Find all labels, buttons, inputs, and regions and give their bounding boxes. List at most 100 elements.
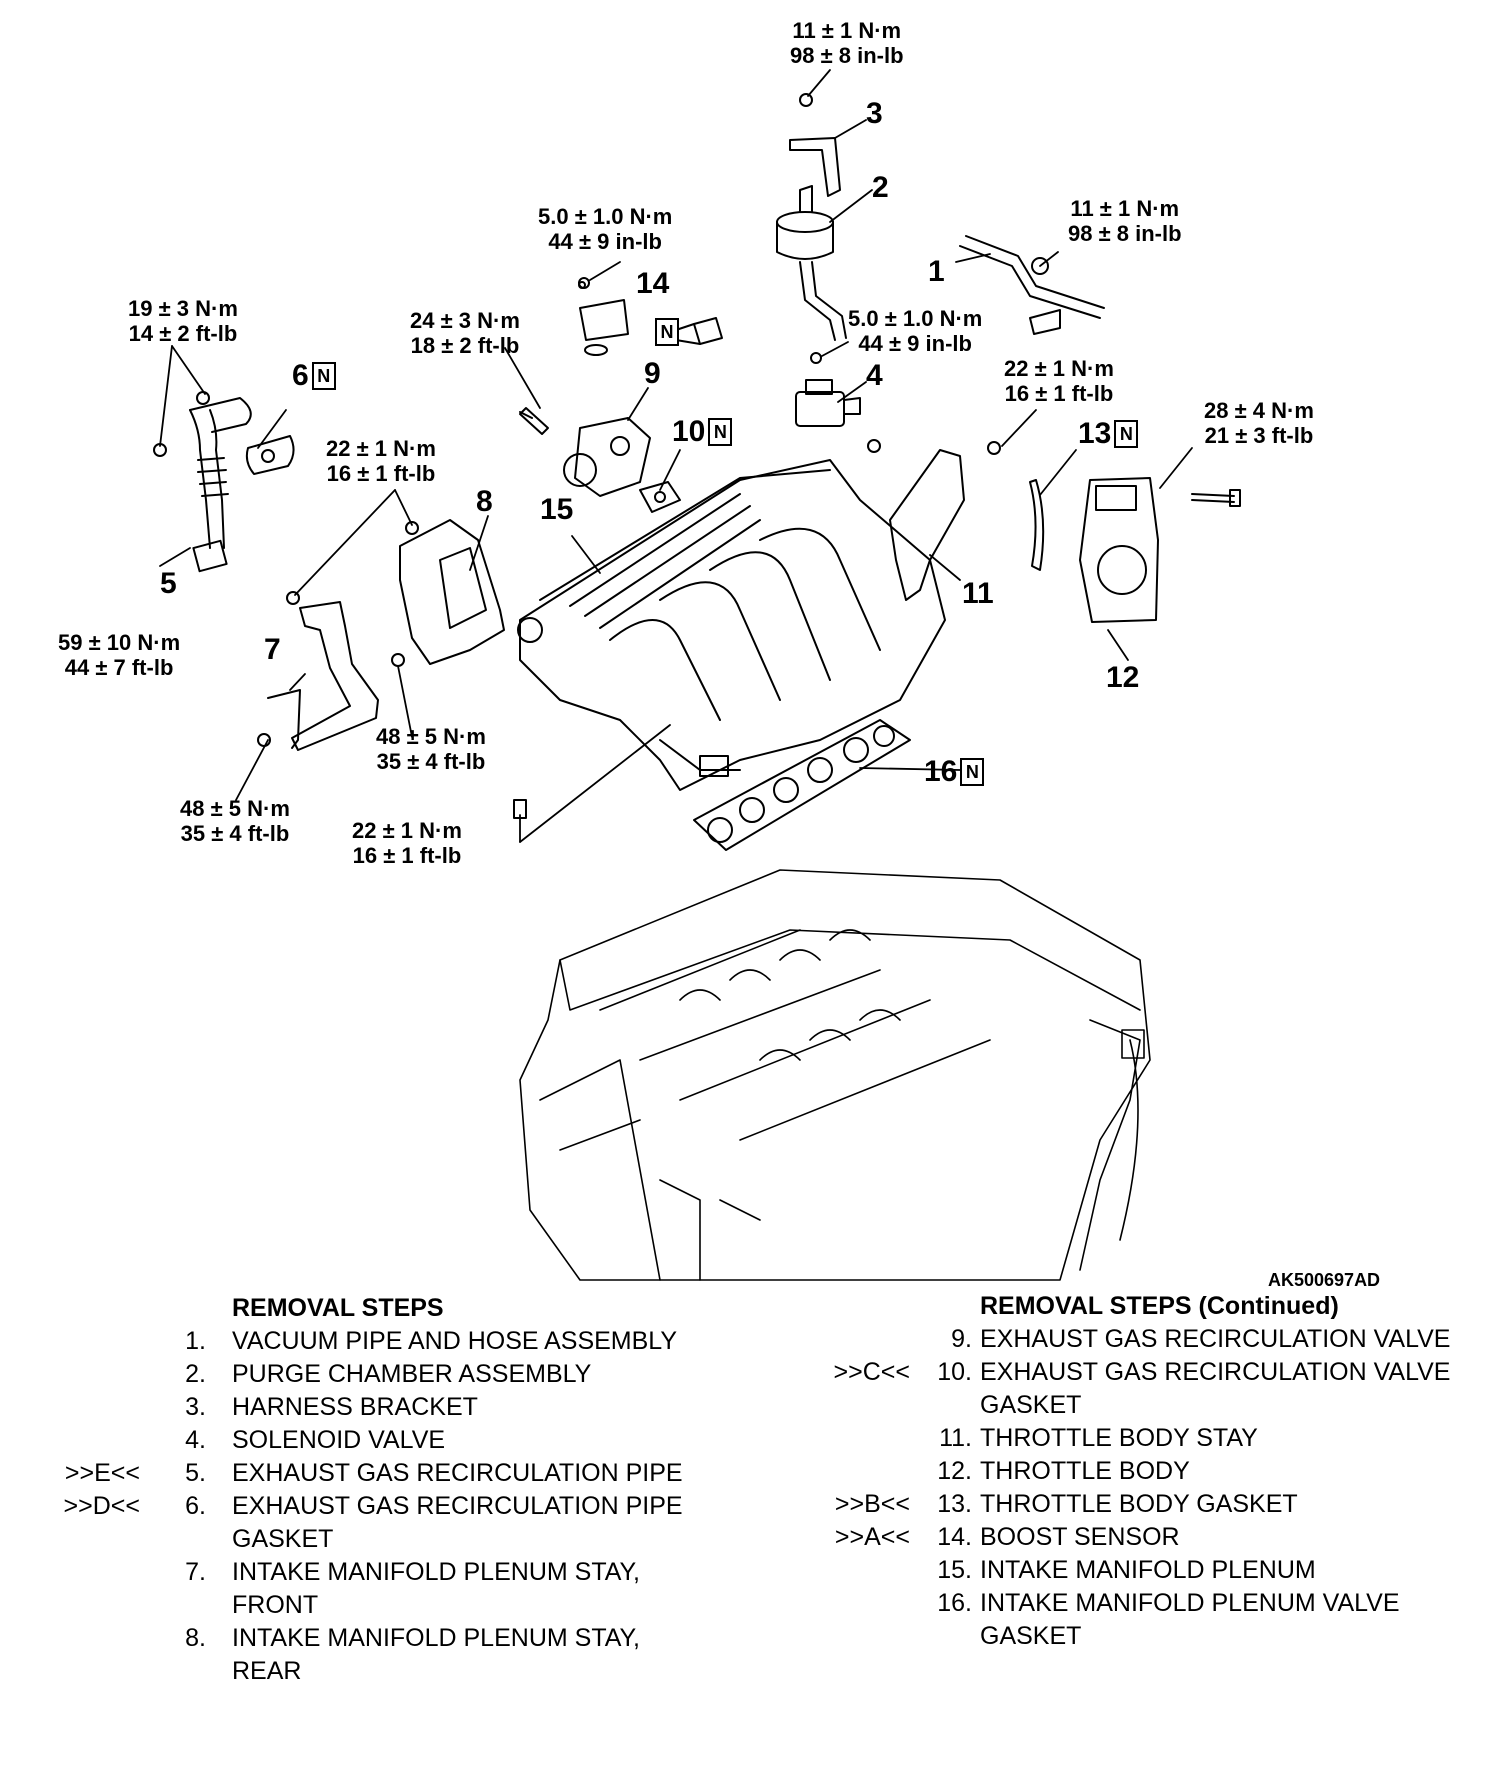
step-number: 9.: [951, 1325, 972, 1353]
callout-7: 7: [264, 633, 281, 666]
callout-9: 9: [644, 357, 661, 390]
list-item: 1. VACUUM PIPE AND HOSE ASSEMBLY: [0, 1325, 760, 1358]
step-number: 1.: [185, 1327, 206, 1355]
step-ref: >>C<<: [833, 1358, 910, 1386]
step-text: THROTTLE BODY STAY: [980, 1424, 1258, 1452]
step-number: 8.: [185, 1624, 206, 1652]
step-text: EXHAUST GAS RECIRCULATION PIPE GASKET: [232, 1492, 683, 1553]
removal-steps-list: REMOVAL STEPS 1. VACUUM PIPE AND HOSE ASS…: [0, 1292, 760, 1688]
list-item: 15. INTAKE MANIFOLD PLENUM: [780, 1554, 1500, 1587]
boost-sensor-drawing: [578, 277, 723, 356]
removal-steps-continued-list: REMOVAL STEPS (Continued) 9. EXHAUST GAS …: [780, 1290, 1500, 1653]
list-item: >>B<< 13. THROTTLE BODY GASKET: [780, 1488, 1500, 1521]
list-item: >>D<< 6. EXHAUST GAS RECIRCULATION PIPE GA…: [0, 1490, 760, 1556]
step-number: 10.: [937, 1358, 972, 1386]
step-ref: >>B<<: [834, 1490, 910, 1518]
step-text: INTAKE MANIFOLD PLENUM: [980, 1556, 1316, 1584]
solenoid-valve-drawing: [795, 352, 861, 427]
list-item: 9. EXHAUST GAS RECIRCULATION VALVE: [780, 1323, 1500, 1356]
step-number: 16.: [937, 1589, 972, 1617]
step-number: 3.: [185, 1393, 206, 1421]
list-item: 4. SOLENOID VALVE: [0, 1424, 760, 1457]
step-number: 4.: [185, 1426, 206, 1454]
step-text: SOLENOID VALVE: [232, 1426, 446, 1454]
step-text: INTAKE MANIFOLD PLENUM VALVE GASKET: [980, 1589, 1400, 1650]
list-item: 11. THROTTLE BODY STAY: [780, 1422, 1500, 1455]
intake-plenum-drawing: [517, 459, 946, 791]
engine-block-drawing: [519, 869, 1151, 1281]
step-text: THROTTLE BODY GASKET: [980, 1490, 1298, 1518]
callout-3: 3: [866, 97, 883, 130]
step-text: HARNESS BRACKET: [232, 1393, 478, 1421]
list-item: >>E<< 5. EXHAUST GAS RECIRCULATION PIPE: [0, 1457, 760, 1490]
step-number: 15.: [937, 1556, 972, 1584]
step-ref: >>E<<: [64, 1459, 140, 1487]
plenum-stay-front-drawing: [257, 591, 379, 751]
step-text: THROTTLE BODY: [980, 1457, 1190, 1485]
vacuum-pipe-drawing: [959, 235, 1105, 335]
removal-steps-continued-header: REMOVAL STEPS (Continued): [980, 1292, 1339, 1320]
callout-5: 5: [160, 567, 177, 600]
callout-14: 14: [636, 267, 670, 300]
step-number: 13.: [937, 1490, 972, 1518]
callout-2: 2: [872, 171, 889, 204]
step-text: EXHAUST GAS RECIRCULATION PIPE: [232, 1459, 683, 1487]
plenum-bolt-drawing: [513, 281, 881, 819]
list-item: 12. THROTTLE BODY: [780, 1455, 1500, 1488]
step-text: VACUUM PIPE AND HOSE ASSEMBLY: [232, 1327, 678, 1355]
new-part-mark: N: [1114, 420, 1139, 448]
step-text: EXHAUST GAS RECIRCULATION VALVE GASKET: [980, 1358, 1451, 1419]
plenum-stay-rear-drawing: [391, 519, 505, 667]
step-text: BOOST SENSOR: [980, 1523, 1180, 1551]
step-number: 12.: [937, 1457, 972, 1485]
step-number: 6.: [185, 1492, 206, 1520]
egr-valve-gasket-drawing: [639, 481, 681, 513]
removal-steps-header: REMOVAL STEPS: [232, 1294, 444, 1322]
figure-id: AK500697AD: [1268, 1270, 1381, 1290]
step-ref: >>A<<: [834, 1523, 910, 1551]
step-number: 7.: [185, 1558, 206, 1586]
step-text: EXHAUST GAS RECIRCULATION VALVE: [980, 1325, 1451, 1353]
step-number: 2.: [185, 1360, 206, 1388]
list-item: >>C<< 10. EXHAUST GAS RECIRCULATION VALVE …: [780, 1356, 1500, 1422]
parts-illustration: [153, 69, 1241, 1281]
step-number: 5.: [185, 1459, 206, 1487]
list-item: 16. INTAKE MANIFOLD PLENUM VALVE GASKET: [780, 1587, 1500, 1653]
callout-8: 8: [476, 485, 493, 518]
callout-12: 12: [1106, 661, 1140, 694]
list-item: 2.PURGE CHAMBER ASSEMBLY: [0, 1358, 760, 1391]
egr-pipe-drawing: [153, 391, 252, 573]
new-part-mark: N: [960, 758, 985, 786]
step-ref: >>D<<: [63, 1492, 140, 1520]
list-item: 3. HARNESS BRACKET: [0, 1391, 760, 1424]
callout-11: 11: [962, 577, 994, 610]
throttle-body-drawing: [1079, 477, 1241, 623]
new-part-mark: N: [311, 362, 336, 390]
new-part-mark: N: [708, 418, 733, 446]
step-text: INTAKE MANIFOLD PLENUM STAY, REAR: [232, 1624, 640, 1685]
callout-4: 4: [866, 359, 883, 392]
harness-bracket-drawing: [789, 93, 841, 197]
step-number: 14.: [937, 1523, 972, 1551]
step-number: 11.: [939, 1424, 972, 1452]
plenum-gasket-drawing: [693, 719, 911, 851]
egr-pipe-gasket-drawing: [245, 435, 295, 475]
list-item: >>A<< 14. BOOST SENSOR: [780, 1521, 1500, 1554]
